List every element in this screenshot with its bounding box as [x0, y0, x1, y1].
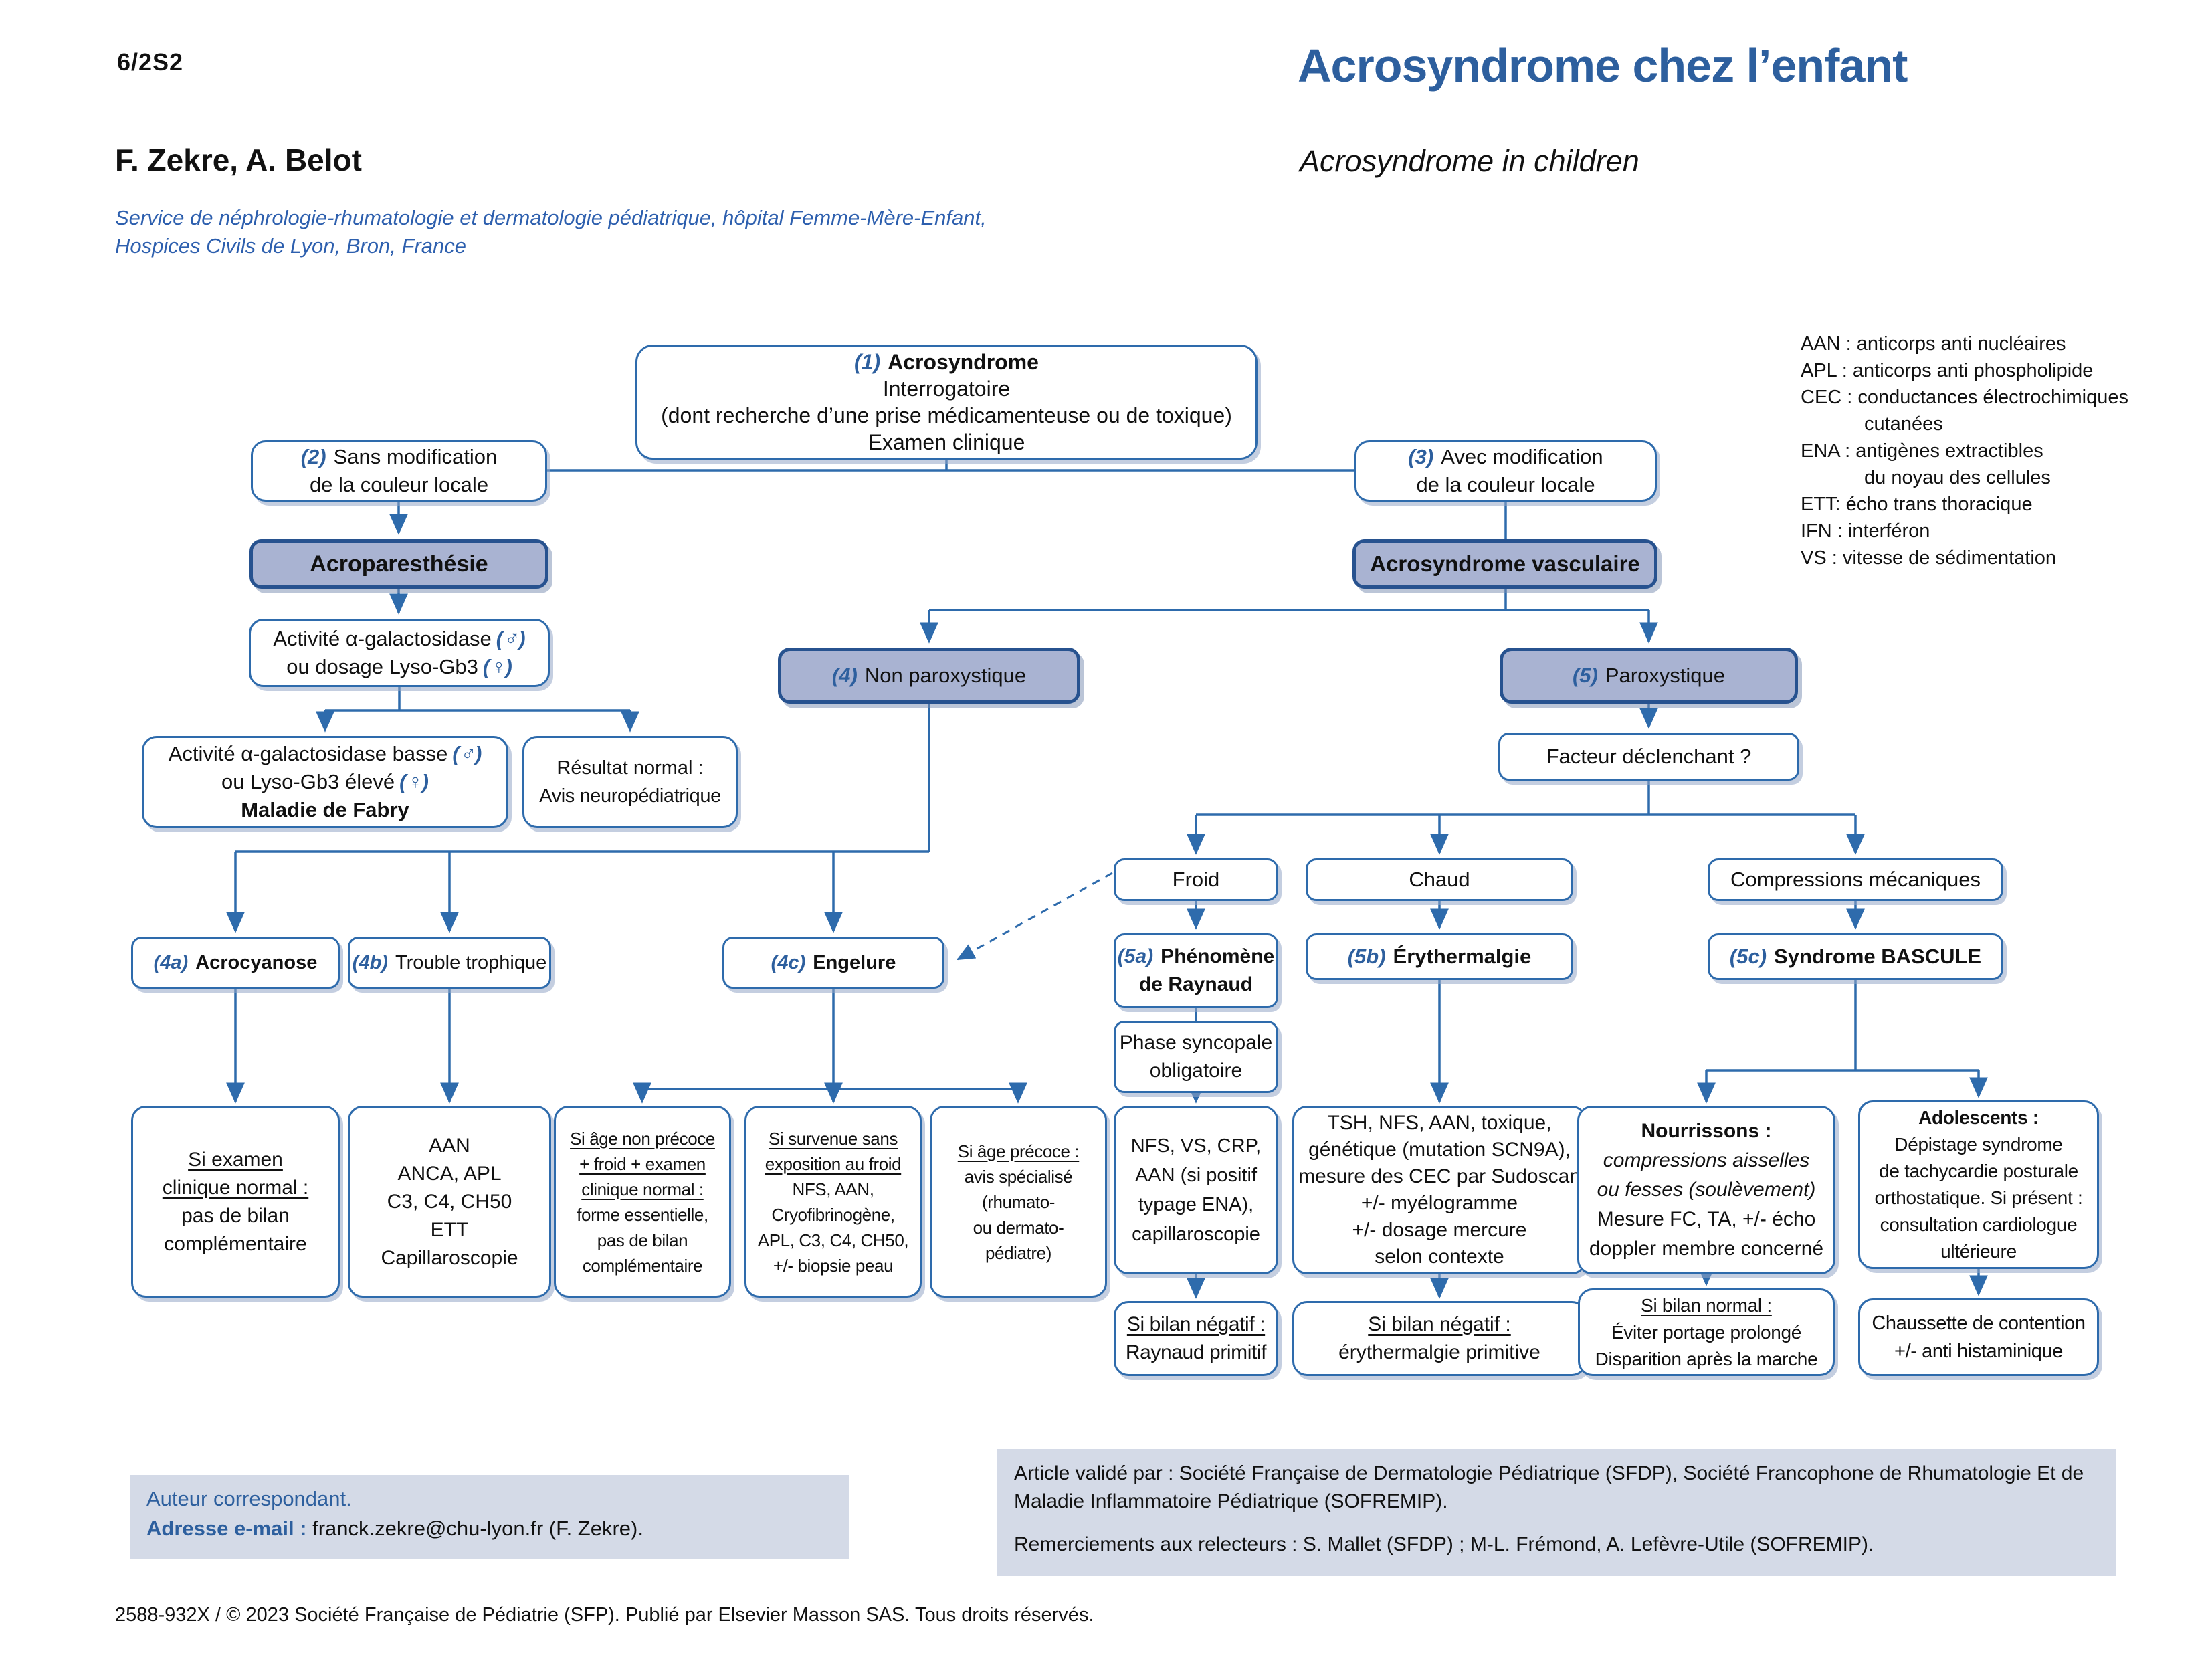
box-adolescents: Adolescents : Dépistage syndrome de tach… — [1858, 1100, 2099, 1269]
box-acrosyndrome: (1)Acrosyndrome Interrogatoire (dont rec… — [635, 345, 1258, 460]
legend-line: AAN : anticorps anti nucléaires — [1801, 333, 2066, 355]
authors: F. Zekre, A. Belot — [115, 142, 362, 177]
validation-panel: Article validé par : Société Française d… — [997, 1449, 2116, 1576]
step-number: (4c) — [771, 952, 806, 973]
acknowledgements: Remerciements aux relecteurs : S. Mallet… — [1014, 1533, 1874, 1555]
box-chaud: Chaud — [1306, 858, 1573, 901]
box-chaussette-contention: Chaussette de contention +/- anti histam… — [1858, 1298, 2099, 1376]
box-paroxystique: (5)Paroxystique — [1500, 648, 1798, 704]
box-bilan-raynaud: NFS, VS, CRP, AAN (si positif typage ENA… — [1114, 1106, 1278, 1274]
validated-by: Article validé par : Société Française d… — [1014, 1462, 2084, 1512]
box-raynaud-primitif: Si bilan négatif : Raynaud primitif — [1114, 1301, 1278, 1376]
affiliation-line-1: Service de néphrologie-rhumatologie et d… — [115, 206, 987, 229]
box-acroparesthesie: Acroparesthésie — [249, 539, 548, 589]
step-number: (4a) — [153, 952, 189, 973]
female-symbol: (♀) — [482, 655, 512, 678]
legend-line: ETT: écho trans thoracique — [1801, 494, 2033, 515]
step-number: (4) — [831, 664, 858, 687]
page-code: 6/2S2 — [117, 48, 184, 76]
step-number: (4b) — [352, 952, 388, 973]
box-maladie-de-fabry: Activité α-galactosidase basse(♂) ou Lys… — [142, 736, 508, 828]
male-symbol: (♂) — [496, 627, 526, 650]
box-facteur-declenchant: Facteur déclenchant ? — [1498, 733, 1799, 781]
box-title: Acrosyndrome — [888, 350, 1039, 374]
box-engelure: (4c)Engelure — [722, 937, 944, 989]
box-compressions-mecaniques: Compressions mécaniques — [1708, 858, 2003, 901]
box-sans-exposition-froid: Si survenue sans exposition au froid NFS… — [744, 1106, 922, 1298]
legend-line: cutanées — [1864, 413, 1943, 435]
affiliation: Service de néphrologie-rhumatologie et d… — [115, 204, 987, 260]
legend-line: IFN : interféron — [1801, 520, 1930, 542]
female-symbol: (♀) — [399, 770, 429, 793]
step-number: (5a) — [1117, 945, 1154, 967]
box-alpha-galactosidase-test: Activité α-galactosidase(♂) ou dosage Ly… — [249, 619, 550, 687]
email-value: franck.zekre@chu-lyon.fr (F. Zekre). — [306, 1517, 643, 1540]
box-age-non-precoce: Si âge non précoce + froid + examen clin… — [554, 1106, 731, 1298]
legend-line: du noyau des cellules — [1864, 467, 2051, 488]
email-label: Adresse e-mail : — [146, 1517, 307, 1540]
box-erythermalgie: (5b)Érythermalgie — [1306, 933, 1573, 980]
box-resultat-normal: Résultat normal : Avis neuropédiatrique — [522, 736, 738, 828]
abbreviations-legend: AAN : anticorps anti nucléaires APL : an… — [1801, 330, 2128, 571]
box-nourrissons: Nourrissons : compressions aisselles ou … — [1577, 1106, 1835, 1274]
corresponding-author-panel: Auteur correspondant. Adresse e-mail : f… — [130, 1475, 849, 1559]
box-age-precoce: Si âge précoce : avis spécialisé (rhumat… — [930, 1106, 1107, 1298]
step-number: (5) — [1572, 664, 1598, 687]
box-erythermalgie-primitive: Si bilan négatif : érythermalgie primiti… — [1292, 1301, 1587, 1376]
step-number: (3) — [1408, 445, 1434, 468]
step-number: (5b) — [1347, 945, 1386, 968]
male-symbol: (♂) — [452, 742, 482, 765]
box-non-paroxystique: (4)Non paroxystique — [778, 648, 1080, 704]
step-number: (5c) — [1729, 945, 1767, 968]
legend-line: APL : anticorps anti phospholipide — [1801, 360, 2094, 381]
page-title: Acrosyndrome chez l’enfant — [1298, 39, 1908, 92]
box-acrosyndrome-vasculaire: Acrosyndrome vasculaire — [1352, 539, 1657, 589]
copyright-line: 2588-932X / © 2023 Société Française de … — [115, 1604, 1094, 1626]
box-bilan-erythermalgie: TSH, NFS, AAN, toxique, génétique (mutat… — [1292, 1106, 1587, 1274]
legend-line: CEC : conductances électrochimiques — [1801, 387, 2129, 408]
step-number: (1) — [854, 350, 881, 374]
step-number: (2) — [300, 445, 326, 468]
legend-line: VS : vitesse de sédimentation — [1801, 547, 2057, 569]
auteur-correspondant: Auteur correspondant. — [146, 1487, 352, 1510]
legend-line: ENA : antigènes extractibles — [1801, 440, 2043, 462]
page-subtitle: Acrosyndrome in children — [1300, 144, 1639, 178]
box-syndrome-bascule: (5c)Syndrome BASCULE — [1708, 933, 2003, 980]
box-froid: Froid — [1114, 858, 1278, 901]
box-phenomene-raynaud: (5a)Phénomène de Raynaud — [1114, 933, 1278, 1008]
box-examen-normal: Si examen clinique normal : pas de bilan… — [131, 1106, 340, 1298]
box-acrocyanose: (4a)Acrocyanose — [131, 937, 340, 989]
box-phase-syncopale: Phase syncopale obligatoire — [1114, 1021, 1278, 1093]
box-sans-modification: (2)Sans modification de la couleur local… — [251, 440, 547, 502]
box-avec-modification: (3)Avec modification de la couleur local… — [1354, 440, 1657, 502]
box-bilan-aan: AAN ANCA, APL C3, C4, CH50 ETT Capillaro… — [348, 1106, 551, 1298]
box-trouble-trophique: (4b)Trouble trophique — [348, 937, 551, 989]
affiliation-line-2: Hospices Civils de Lyon, Bron, France — [115, 234, 466, 258]
box-bilan-normal: Si bilan normal : Éviter portage prolong… — [1578, 1288, 1835, 1376]
